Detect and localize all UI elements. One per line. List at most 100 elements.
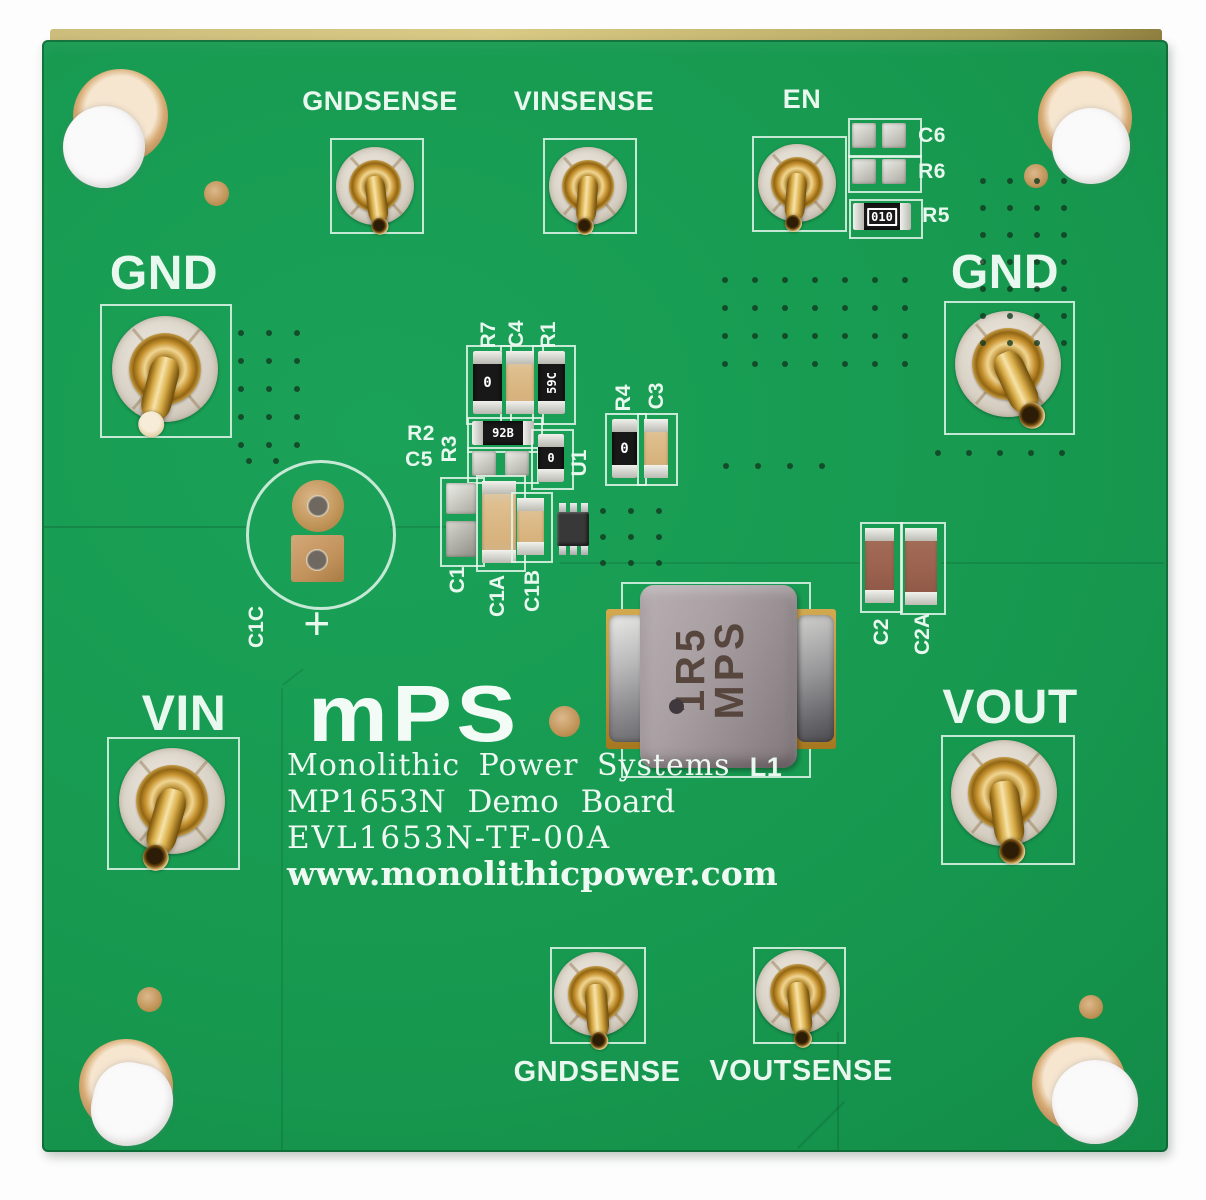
resistor-marking: 92B: [492, 426, 514, 440]
pour-boundary-line: [941, 562, 1164, 564]
refdes-l1: L1: [749, 752, 783, 782]
resistor-marking: 010: [867, 207, 897, 226]
test-point-gndsense-top: [336, 147, 414, 236]
ic-pin: [581, 545, 588, 555]
via-dot: [755, 463, 761, 469]
via-dot: [656, 508, 662, 514]
resistor-r1: 59C: [538, 351, 565, 414]
capacitor-c2a: [905, 528, 937, 605]
via-dot: [628, 534, 634, 540]
via-dot: [1061, 178, 1067, 184]
label-gnd-left: GND: [109, 247, 219, 300]
via-dot: [238, 414, 244, 420]
via-dot: [722, 361, 728, 367]
terminal-square: [944, 301, 1075, 435]
pad-c5: [505, 451, 529, 476]
refdes-r4: R4: [612, 384, 635, 412]
footprint-r5: [849, 199, 923, 239]
refdes-c1c: C1C: [245, 605, 268, 649]
via-dot: [723, 463, 729, 469]
via-dot: [872, 361, 878, 367]
inductor-solder: [797, 615, 834, 742]
pour-boundary-line: [837, 1032, 839, 1150]
refdes-u1: U1: [568, 449, 591, 477]
refdes-r5: R5: [922, 204, 950, 227]
terminal-vin: [119, 748, 225, 874]
standoff-bottom-right: [1052, 1060, 1138, 1144]
via-dot: [812, 361, 818, 367]
via-dot: [266, 358, 272, 364]
terminal-gnd-left: [112, 316, 218, 441]
footprint-c2: [860, 522, 903, 613]
terminal-vout: [951, 740, 1057, 867]
pad-c6: [852, 123, 876, 148]
via-dot: [246, 458, 252, 464]
via-dot: [812, 305, 818, 311]
pour-boundary-line: [560, 562, 860, 564]
refdes-c2: C2: [870, 618, 893, 646]
via-dot: [294, 358, 300, 364]
pour-boundary-line: [44, 526, 246, 528]
via-dot: [1061, 286, 1067, 292]
via-dot: [722, 333, 728, 339]
footprint-c3: [637, 413, 678, 486]
via-dot: [787, 463, 793, 469]
refdes-c1a: C1A: [486, 574, 509, 618]
refdes-c6: C6: [918, 124, 946, 147]
via-dot: [1007, 259, 1013, 265]
standoff-top-right: [1052, 108, 1130, 184]
via-dot: [872, 333, 878, 339]
via-dot: [935, 450, 941, 456]
refdes-c4: C4: [505, 320, 528, 348]
via-dot: [294, 386, 300, 392]
silkscreen-company: Monolithic Power Systems: [287, 748, 731, 783]
inductor-l1: [640, 585, 797, 768]
ic-pin: [570, 545, 577, 555]
via-dot: [1007, 178, 1013, 184]
via-dot: [902, 361, 908, 367]
via-dot: [238, 358, 244, 364]
via-dot: [1034, 286, 1040, 292]
via-dot: [842, 305, 848, 311]
via-dot: [266, 386, 272, 392]
label-en: EN: [782, 84, 822, 114]
capacitor-c1a: [482, 481, 516, 563]
resistor-marking: 0: [483, 374, 492, 391]
via-dot: [842, 333, 848, 339]
via-dot: [1034, 340, 1040, 346]
via-dot: [782, 277, 788, 283]
via-dot: [294, 442, 300, 448]
via-dot: [273, 458, 279, 464]
inductor-pin1-dot: [669, 699, 684, 714]
via-dot: [980, 259, 986, 265]
ic-u1: [557, 512, 589, 546]
via-dot: [782, 361, 788, 367]
refdes-c1b: C1B: [521, 569, 544, 613]
via-dot: [752, 305, 758, 311]
via-dot: [902, 277, 908, 283]
via-dot: [1007, 286, 1013, 292]
pad-c5: [472, 451, 496, 476]
via-dot: [980, 178, 986, 184]
label-gndsense-bottom: GNDSENSE: [513, 1056, 681, 1088]
resistor-r5: 010: [853, 203, 911, 230]
capacitor-c2: [865, 528, 894, 603]
inductor-marking-line2: MPS: [705, 618, 752, 720]
via-dot: [722, 277, 728, 283]
via-dot: [266, 330, 272, 336]
test-point-voutsense: [756, 950, 840, 1049]
via-dot: [1061, 205, 1067, 211]
via-dot: [980, 340, 986, 346]
pour-boundary-line: [390, 526, 452, 528]
fiducial-dot: [137, 987, 162, 1012]
via-dot: [842, 277, 848, 283]
via-dot: [1059, 450, 1065, 456]
via-dot: [1007, 205, 1013, 211]
via-dot: [966, 450, 972, 456]
via-dot: [1034, 205, 1040, 211]
via-dot: [842, 361, 848, 367]
via-dot: [294, 330, 300, 336]
via-dot: [812, 277, 818, 283]
via-dot: [980, 286, 986, 292]
